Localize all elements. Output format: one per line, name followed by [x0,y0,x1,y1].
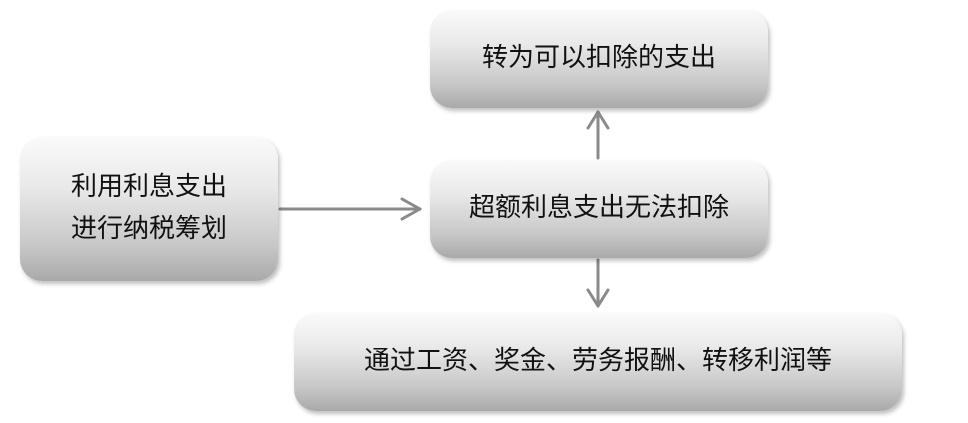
node-start-line2: 进行纳税筹划 [70,214,227,244]
node-deductible-expense-label: 转为可以扣除的支出 [481,43,716,74]
node-start-line1: 利用利息支出 [70,172,227,203]
arrow-middle-to-bottom [586,258,610,308]
arrow-start-to-middle [278,197,422,221]
node-start: 利用利息支出 进行纳税筹划 [20,137,278,281]
node-transfer-methods-label: 通过工资、奖金、劳务报酬、转移利润等 [363,346,832,377]
node-excess-interest: 超额利息支出无法扣除 [430,160,768,258]
node-excess-interest-label: 超额利息支出无法扣除 [468,193,729,224]
node-deductible-expense: 转为可以扣除的支出 [430,10,768,108]
arrow-middle-to-top [586,110,610,160]
node-transfer-methods: 通过工资、奖金、劳务报酬、转移利润等 [294,313,902,411]
